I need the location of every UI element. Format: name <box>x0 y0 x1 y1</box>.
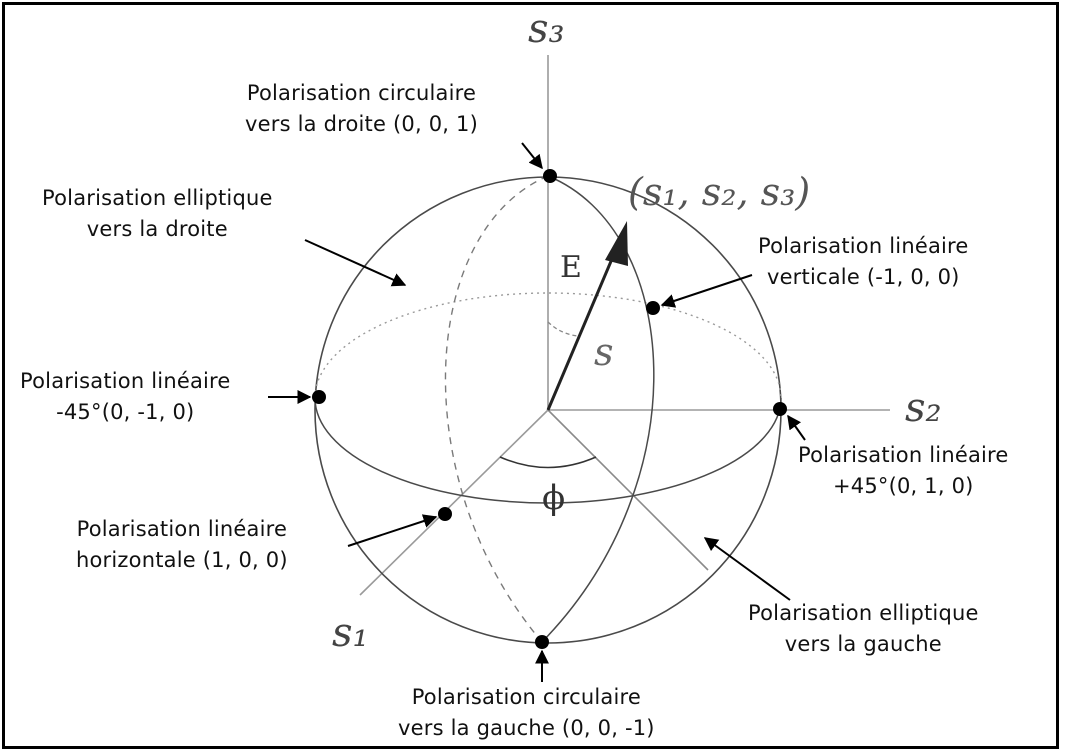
label-circular-right: Polarisation circulaire vers la droite (… <box>245 81 478 136</box>
meridian-dashed <box>444 175 549 643</box>
vector-arrow <box>546 239 622 411</box>
theta-symbol: Ε <box>560 250 582 285</box>
point-linear-vertical <box>646 301 660 315</box>
label-linear-plus45: Polarisation linéaire +45°(0, 1, 0) <box>798 443 1009 498</box>
theta-arc <box>547 321 579 337</box>
vector-symbol: s <box>594 330 614 374</box>
s2-axis-label: s₂ <box>905 385 942 431</box>
label-linear-minus45: Polarisation linéaire -45°(0, -1, 0) <box>20 369 231 424</box>
s3-axis-label: s₃ <box>528 6 565 52</box>
label-elliptic-right: Polarisation elliptique vers la droite <box>42 186 273 241</box>
s1-axis-label: s₁ <box>332 610 369 656</box>
s1-axis <box>359 409 549 596</box>
phi-symbol: ϕ <box>542 478 566 518</box>
arrow-elliptic-left <box>703 537 791 601</box>
point-linear-minus45 <box>312 390 326 404</box>
projection-line <box>547 409 709 571</box>
label-linear-vertical: Polarisation linéaire verticale (-1, 0, … <box>758 234 969 289</box>
point-linear-plus45 <box>773 402 787 416</box>
point-linear-horizontal <box>438 507 452 521</box>
arrow-linear-plus45 <box>787 414 806 441</box>
arrow-linear-horizontal <box>347 514 438 547</box>
phi-arc <box>499 456 597 469</box>
meridian-solid <box>541 175 655 643</box>
point-circular-left <box>535 635 549 649</box>
label-circular-left: Polarisation circulaire vers la gauche (… <box>398 685 655 740</box>
label-linear-horizontal: Polarisation linéaire horizontale (1, 0,… <box>76 517 288 572</box>
arrow-elliptic-right <box>304 239 407 287</box>
label-elliptic-left: Polarisation elliptique vers la gauche <box>748 601 979 656</box>
equator-front <box>314 397 782 504</box>
vector-coordinates: (s₁, s₂, s₃) <box>628 170 811 214</box>
arrow-circular-right <box>521 142 543 170</box>
vector-arrowhead <box>605 221 628 266</box>
arrow-linear-vertical <box>660 274 753 308</box>
point-circular-right <box>543 169 557 183</box>
